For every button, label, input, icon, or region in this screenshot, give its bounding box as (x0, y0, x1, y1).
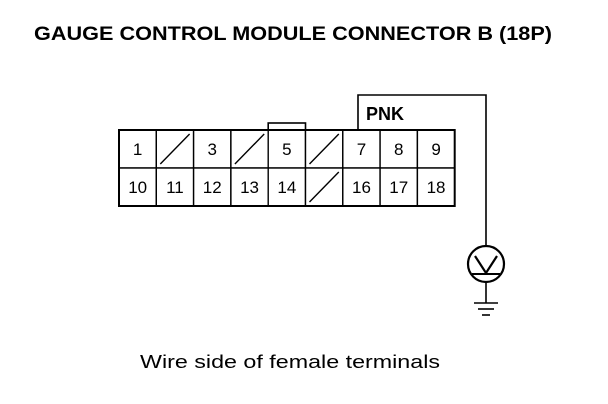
connector-lock-tab (267, 122, 307, 131)
terminal-number: 8 (394, 140, 403, 159)
terminal-number: 17 (389, 178, 408, 197)
terminal-number: 16 (352, 178, 371, 197)
terminal-number: 11 (166, 178, 184, 197)
empty-cavity-slash (308, 171, 340, 203)
empty-cavity-slash (159, 133, 191, 165)
terminal-cell (416, 167, 456, 207)
wire-color-label: PNK (366, 104, 404, 124)
terminal-cell (230, 167, 269, 207)
terminal-number: 1 (133, 140, 142, 159)
probe-wire (357, 94, 487, 247)
pnk-probe-wire: PNK (357, 94, 487, 247)
terminal-number: 13 (240, 178, 259, 197)
terminal-cell (267, 167, 307, 207)
terminal-number: 7 (357, 140, 366, 159)
diagram-title: GAUGE CONTROL MODULE CONNECTOR B (18P) (34, 24, 552, 45)
empty-cavity-slash (308, 133, 340, 165)
diagram-caption: Wire side of female terminals (140, 352, 440, 372)
empty-cavity-slash (234, 133, 265, 165)
ground-icon (474, 282, 498, 316)
terminal-number: 18 (427, 178, 446, 197)
terminal-cell (379, 129, 419, 169)
terminal-cell (192, 167, 232, 207)
terminal-number: 5 (282, 140, 291, 159)
voltmeter-icon (466, 244, 506, 284)
terminal-number: 9 (431, 140, 440, 159)
terminal-number: 10 (128, 178, 147, 197)
terminal-number: 3 (208, 140, 217, 159)
terminal-number: 12 (203, 178, 222, 197)
connector-outline (118, 129, 456, 207)
terminal-number: 14 (277, 178, 296, 197)
